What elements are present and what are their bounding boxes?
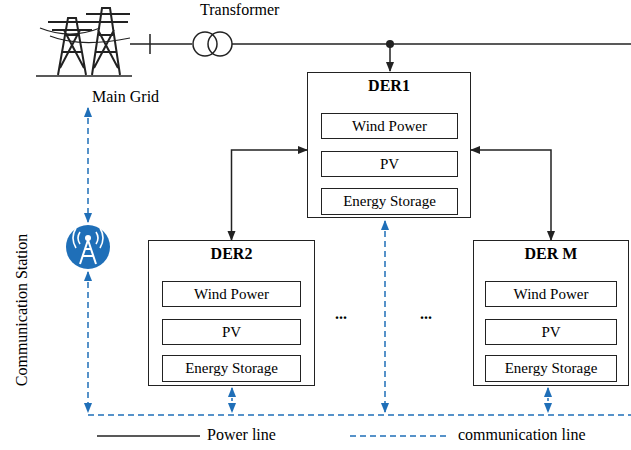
component-label: Wind Power (514, 286, 589, 303)
communication-lines (88, 108, 631, 415)
component-box: PV (162, 319, 301, 345)
component-label: Energy Storage (185, 360, 278, 377)
component-box: Energy Storage (485, 355, 617, 382)
component-box: PV (321, 151, 458, 177)
ellipsis: ... (420, 305, 432, 323)
der-box: DER2Wind PowerPV Energy Storage (148, 240, 315, 386)
station-label: Communication Station (13, 234, 31, 386)
der-title: DER2 (149, 245, 314, 263)
component-label: PV (541, 324, 560, 341)
feeder-arrow (389, 44, 391, 71)
der-title: DER1 (308, 77, 470, 95)
der-box: DER M Wind PowerPV Energy Storage (473, 240, 629, 386)
part-label: Transformer (200, 1, 279, 19)
component-box: Wind Power (485, 281, 617, 307)
power-line (471, 150, 551, 240)
component-box: Energy Storage (162, 355, 301, 382)
component-label: Wind Power (352, 118, 427, 135)
component-box: PV (485, 319, 617, 345)
component-label: Energy Storage (343, 193, 436, 210)
power-line (232, 150, 308, 240)
component-label: Energy Storage (505, 360, 598, 377)
power-bus (130, 32, 631, 56)
component-label: PV (380, 156, 399, 173)
component-label: Wind Power (194, 286, 269, 303)
communication-station-icon (66, 225, 110, 269)
component-box: Wind Power (162, 281, 301, 307)
transmission-towers (36, 8, 132, 76)
ellipsis: ... (335, 305, 347, 323)
component-box: Wind Power (321, 113, 458, 139)
legend-text: communication line (458, 426, 586, 444)
legend-text: Power line (207, 426, 276, 444)
part-label: Main Grid (92, 88, 159, 106)
component-box: Energy Storage (321, 188, 458, 215)
component-label: PV (222, 324, 241, 341)
der-box: DER1Wind PowerPV Energy Storage (307, 72, 471, 218)
der-title: DER M (474, 245, 628, 263)
